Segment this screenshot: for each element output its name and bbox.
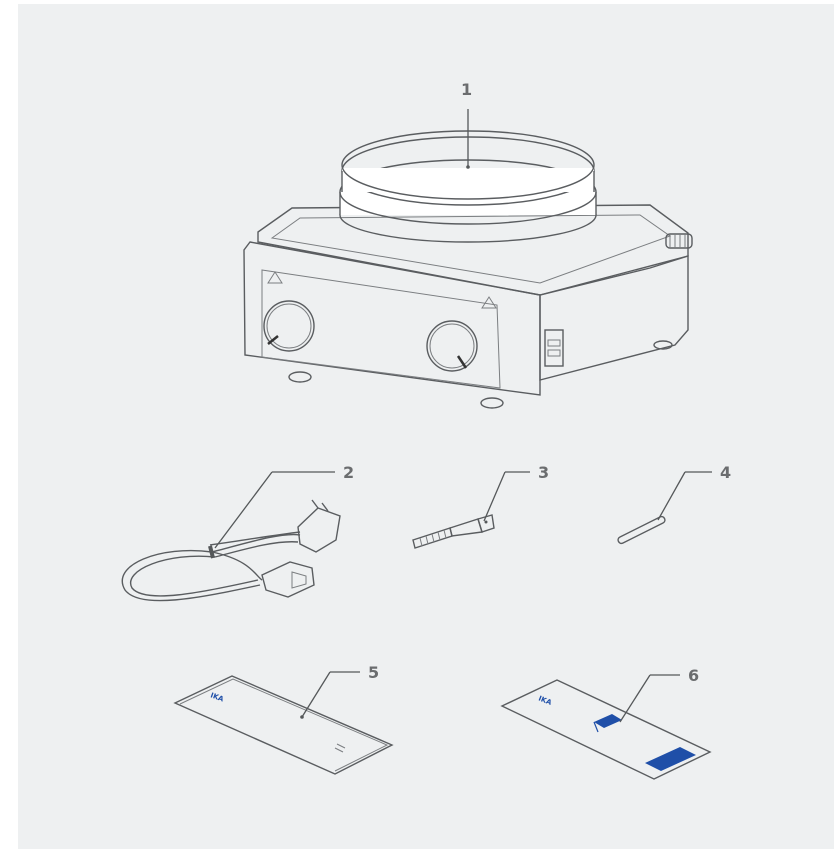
power-socket <box>545 330 563 366</box>
schuko-plug <box>298 508 340 552</box>
callout-6-line <box>620 675 650 722</box>
power-cable <box>122 500 340 601</box>
stirring-bar-remover <box>413 515 494 548</box>
callout-label-4: 4 <box>720 463 731 482</box>
warning-triangle-icon <box>268 272 282 283</box>
foot <box>481 398 503 408</box>
leaflet-logo: IKA <box>537 694 553 707</box>
operating-instructions-booklet: IKA <box>175 676 392 774</box>
callout-label-6: 6 <box>688 666 699 685</box>
callout-label-1: 1 <box>461 80 472 99</box>
magnetic-stir-bar <box>618 517 665 544</box>
foot <box>289 372 311 382</box>
callout-label-2: 2 <box>343 463 354 482</box>
callout-label-3: 3 <box>538 463 549 482</box>
temperature-knob <box>427 321 477 371</box>
callout-3-line <box>484 472 505 521</box>
callout-label-5: 5 <box>368 663 379 682</box>
safety-instructions-leaflet: IKA <box>502 680 710 779</box>
leaflet-blue-label <box>594 714 622 728</box>
stirrer-front-panel <box>244 242 540 395</box>
callout-4-line <box>658 472 685 520</box>
leaflet-blue-block <box>645 747 696 771</box>
speed-knob <box>264 301 314 351</box>
manual-logo: IKA <box>209 691 225 703</box>
warning-triangle-icon <box>482 297 496 308</box>
stirrer-control-panel <box>262 270 500 388</box>
callout-5-line <box>302 672 330 717</box>
stirrer-top-surface <box>258 205 688 295</box>
hotplate-stirrer <box>244 131 692 408</box>
